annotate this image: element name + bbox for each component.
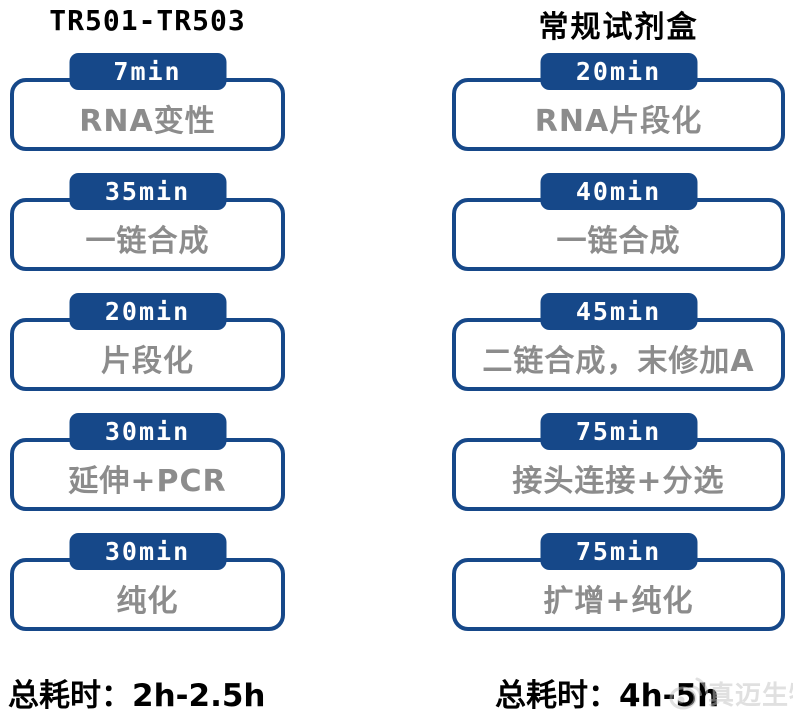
step-label: RNA片段化: [534, 104, 703, 139]
step-label: 扩增+纯化: [543, 584, 694, 619]
watermark: 真迈生物: [668, 674, 793, 712]
step-label: 片段化: [101, 344, 194, 379]
step-rna-fragmentation: 20min RNA片段化: [452, 53, 785, 151]
column-conventional-kit: 常规试剂盒 20min RNA片段化 40min 一链合成 45min 二链合成…: [452, 0, 785, 716]
step-duration-badge: 20min: [69, 293, 226, 330]
step-label: 二链合成，末修加A: [482, 344, 755, 379]
step-duration-badge: 30min: [69, 533, 226, 570]
step-box: RNA片段化: [452, 78, 785, 151]
column-tr501-tr503: TR501-TR503 7min RNA变性 35min 一链合成 20min …: [8, 0, 285, 716]
step-box: 二链合成，末修加A: [452, 318, 785, 391]
step-box: 一链合成: [452, 198, 785, 271]
step-duration-badge: 35min: [69, 173, 226, 210]
step-label: 一链合成: [556, 224, 681, 259]
step-box: 延伸+PCR: [10, 438, 285, 511]
step-first-strand-right: 40min 一链合成: [452, 173, 785, 271]
step-amplification-purification: 75min 扩增+纯化: [452, 533, 785, 631]
step-purification-left: 30min 纯化: [10, 533, 285, 631]
step-label: 纯化: [116, 584, 179, 619]
step-duration-badge: 75min: [540, 413, 697, 450]
step-box: 扩增+纯化: [452, 558, 785, 631]
step-label: 一链合成: [85, 224, 210, 259]
step-duration-badge: 45min: [540, 293, 697, 330]
step-first-strand-left: 35min 一链合成: [10, 173, 285, 271]
step-fragmentation-left: 20min 片段化: [10, 293, 285, 391]
step-label: RNA变性: [79, 104, 216, 139]
step-label: 延伸+PCR: [68, 464, 227, 499]
column-header-left: TR501-TR503: [49, 4, 246, 37]
step-box: 一链合成: [10, 198, 285, 271]
step-duration-badge: 30min: [69, 413, 226, 450]
step-duration-badge: 40min: [540, 173, 697, 210]
step-extension-pcr: 30min 延伸+PCR: [10, 413, 285, 511]
column-header-right: 常规试剂盒: [538, 10, 699, 45]
total-time-left: 总耗时：2h-2.5h: [8, 678, 266, 714]
watermark-text: 真迈生物: [708, 680, 793, 711]
step-box: 片段化: [10, 318, 285, 391]
step-duration-badge: 7min: [69, 53, 226, 90]
weibo-icon: [668, 674, 708, 712]
step-second-strand-atail: 45min 二链合成，末修加A: [452, 293, 785, 391]
step-duration-badge: 20min: [540, 53, 697, 90]
step-label: 接头连接+分选: [512, 464, 725, 499]
step-rna-denature: 7min RNA变性: [10, 53, 285, 151]
step-adapter-ligation-selection: 75min 接头连接+分选: [452, 413, 785, 511]
step-duration-badge: 75min: [540, 533, 697, 570]
